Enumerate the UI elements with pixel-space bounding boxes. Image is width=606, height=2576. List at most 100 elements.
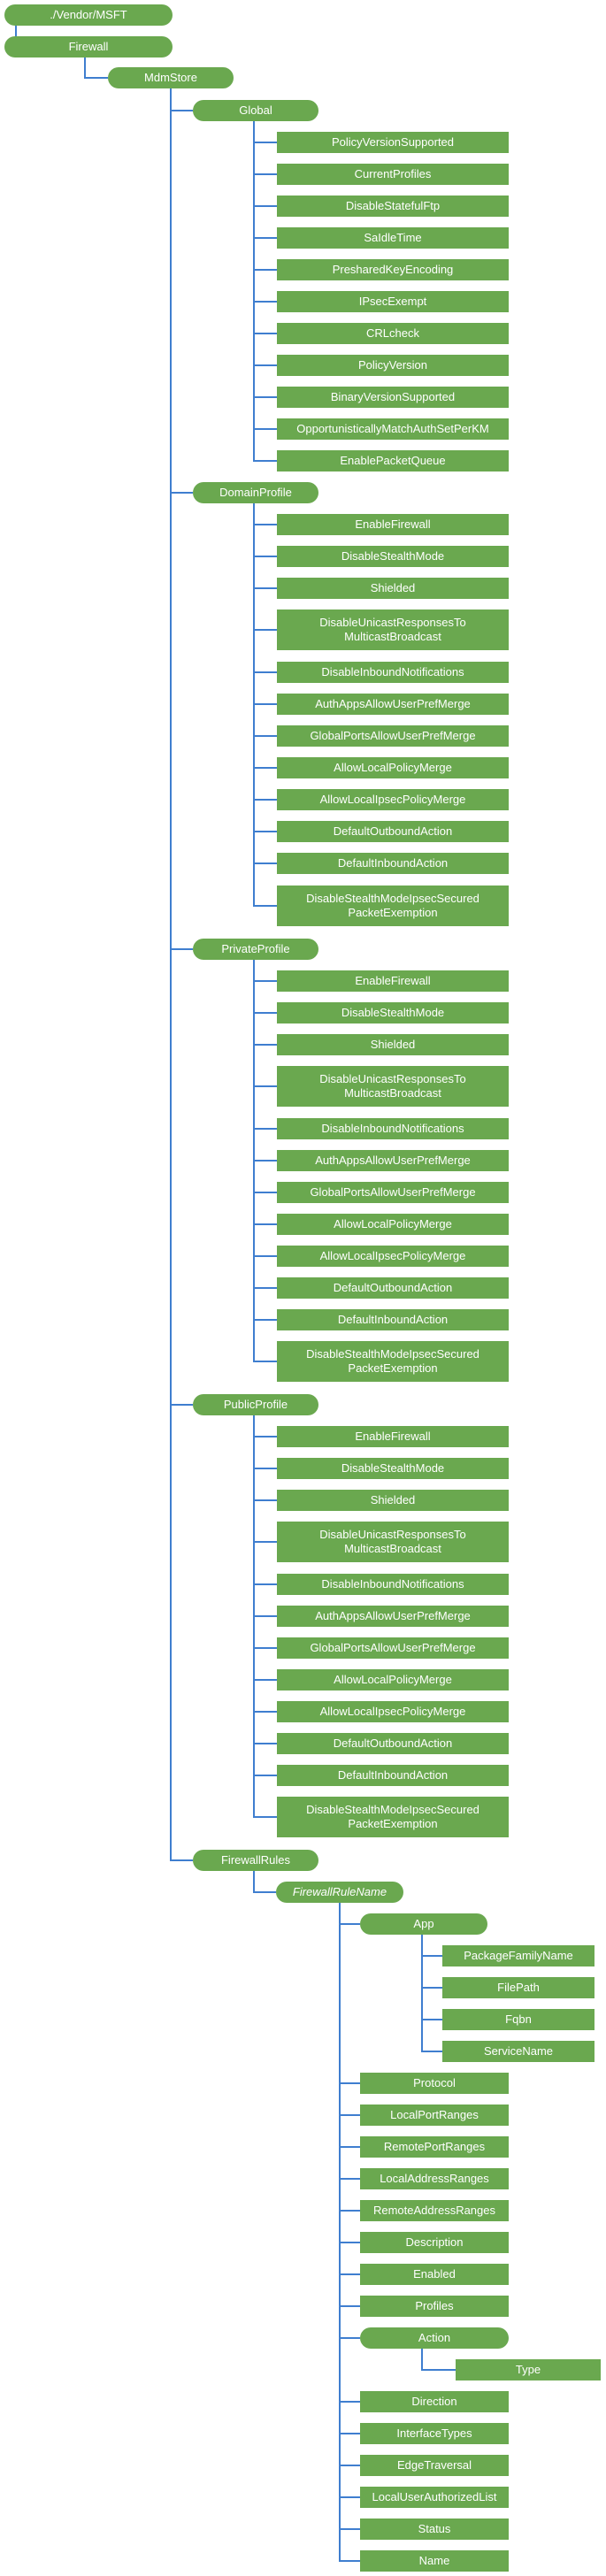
node-shielded: Shielded <box>277 1490 509 1511</box>
connector-n8-r11 <box>340 2465 360 2466</box>
connector-n8-r5 <box>340 2210 360 2212</box>
connector-n6-u9 <box>254 1711 277 1713</box>
node-localaddressranges: LocalAddressRanges <box>360 2168 509 2189</box>
connector-spine-n7 <box>253 1871 255 1893</box>
node-description: Description <box>360 2232 509 2253</box>
connector-n5-p1 <box>254 980 277 982</box>
node-filepath: FilePath <box>442 1977 594 1998</box>
connector-n6-u5 <box>254 1583 277 1585</box>
node-disablestealthmodeipsecsecured-packetexemption: DisableStealthModeIpsecSecured PacketExe… <box>277 886 509 926</box>
node-allowlocalipsecpolicymerge: AllowLocalIpsecPolicyMerge <box>277 1701 509 1722</box>
connector-n6-u10 <box>254 1743 277 1744</box>
connector-n8-r9 <box>340 2401 360 2403</box>
connector-n6-u2 <box>254 1468 277 1469</box>
node-publicprofile: PublicProfile <box>193 1394 318 1415</box>
node-mdmstore: MdmStore <box>108 67 234 88</box>
connector-n3-g5 <box>254 269 277 271</box>
connector-n5-p11 <box>254 1319 277 1321</box>
node-name: Name <box>360 2550 509 2572</box>
connector-n3-g10 <box>254 428 277 430</box>
node-enablefirewall: EnableFirewall <box>277 970 509 992</box>
node-allowlocalpolicymerge: AllowLocalPolicyMerge <box>277 1214 509 1235</box>
connector-n5-p8 <box>254 1223 277 1225</box>
connector-n3-g3 <box>254 205 277 207</box>
node-allowlocalpolicymerge: AllowLocalPolicyMerge <box>277 1669 509 1690</box>
connector-n8-r14 <box>340 2560 360 2562</box>
connector-n6-u4 <box>254 1541 277 1543</box>
node-disablestatefulftp: DisableStatefulFtp <box>277 196 509 217</box>
node-app: App <box>360 1913 487 1935</box>
connector-spine-n8 <box>339 1903 341 2562</box>
node-firewall: Firewall <box>4 36 173 58</box>
connector-spine-n2 <box>170 88 172 1861</box>
node-binaryversionsupported: BinaryVersionSupported <box>277 387 509 408</box>
node-status: Status <box>360 2518 509 2540</box>
connector-n2-n7 <box>171 1859 193 1861</box>
node-remoteportranges: RemotePortRanges <box>360 2136 509 2158</box>
connector-n3-g9 <box>254 396 277 398</box>
connector-n4-d7 <box>254 735 277 737</box>
connector-n4-d9 <box>254 799 277 801</box>
connector-n3-g7 <box>254 333 277 334</box>
connector-n6-u7 <box>254 1647 277 1649</box>
node-authappsallowuserprefmerge: AuthAppsAllowUserPrefMerge <box>277 1150 509 1171</box>
node-defaultinboundaction: DefaultInboundAction <box>277 1765 509 1786</box>
connector-n8-r3 <box>340 2146 360 2148</box>
connector-n6-u1 <box>254 1436 277 1438</box>
node-policyversion: PolicyVersion <box>277 355 509 376</box>
node-opportunisticallymatchauthsetperkm: OpportunisticallyMatchAuthSetPerKM <box>277 418 509 440</box>
connector-n8-r7 <box>340 2273 360 2275</box>
node-edgetraversal: EdgeTraversal <box>360 2455 509 2476</box>
connector-n1-n2 <box>85 77 108 79</box>
node-packagefamilyname: PackageFamilyName <box>442 1945 594 1966</box>
connector-n8-r1 <box>340 2082 360 2084</box>
node-disableunicastresponsesto-multicastbroadcast: DisableUnicastResponsesTo MulticastBroad… <box>277 610 509 650</box>
node-enablefirewall: EnableFirewall <box>277 1426 509 1447</box>
connector-n2-n6 <box>171 1404 193 1406</box>
connector-n10-t1 <box>422 2369 456 2371</box>
connector-n8-r6 <box>340 2242 360 2243</box>
node-allowlocalipsecpolicymerge: AllowLocalIpsecPolicyMerge <box>277 789 509 810</box>
node-privateprofile: PrivateProfile <box>193 939 318 960</box>
node-protocol: Protocol <box>360 2073 509 2094</box>
connector-n5-p10 <box>254 1287 277 1289</box>
connector-n9-a3 <box>422 2019 442 2020</box>
connector-n4-d12 <box>254 905 277 907</box>
node-disableunicastresponsesto-multicastbroadcast: DisableUnicastResponsesTo MulticastBroad… <box>277 1066 509 1107</box>
node-defaultoutboundaction: DefaultOutboundAction <box>277 1277 509 1299</box>
node-enablefirewall: EnableFirewall <box>277 514 509 535</box>
node-disableinboundnotifications: DisableInboundNotifications <box>277 1574 509 1595</box>
connector-spine-n10 <box>421 2349 423 2371</box>
node-disableunicastresponsesto-multicastbroadcast: DisableUnicastResponsesTo MulticastBroad… <box>277 1522 509 1562</box>
node-enabled: Enabled <box>360 2264 509 2285</box>
connector-spine-n9 <box>421 1935 423 2052</box>
connector-n4-d5 <box>254 671 277 673</box>
connector-n8-r2 <box>340 2114 360 2116</box>
node-localportranges: LocalPortRanges <box>360 2104 509 2126</box>
node-profiles: Profiles <box>360 2296 509 2317</box>
node-globalportsallowuserprefmerge: GlobalPortsAllowUserPrefMerge <box>277 725 509 747</box>
connector-n9-a1 <box>422 1955 442 1957</box>
connector-n8-r13 <box>340 2528 360 2530</box>
node-disablestealthmodeipsecsecured-packetexemption: DisableStealthModeIpsecSecured PacketExe… <box>277 1797 509 1837</box>
connector-n4-d10 <box>254 831 277 832</box>
connector-spine-n4 <box>253 503 255 907</box>
node-defaultoutboundaction: DefaultOutboundAction <box>277 1733 509 1754</box>
node-disablestealthmode: DisableStealthMode <box>277 546 509 567</box>
connector-n5-p2 <box>254 1012 277 1014</box>
connector-n2-n3 <box>171 110 193 111</box>
node-type: Type <box>456 2359 601 2380</box>
node-global: Global <box>193 100 318 121</box>
node-shielded: Shielded <box>277 1034 509 1055</box>
node-currentprofiles: CurrentProfiles <box>277 164 509 185</box>
node-allowlocalpolicymerge: AllowLocalPolicyMerge <box>277 757 509 778</box>
connector-n3-g6 <box>254 301 277 303</box>
node-globalportsallowuserprefmerge: GlobalPortsAllowUserPrefMerge <box>277 1182 509 1203</box>
node-servicename: ServiceName <box>442 2041 594 2062</box>
node-disablestealthmodeipsecsecured-packetexemption: DisableStealthModeIpsecSecured PacketExe… <box>277 1341 509 1382</box>
connector-n9-a4 <box>422 2051 442 2052</box>
connector-n8-n9 <box>340 1923 360 1925</box>
node-firewallrules: FirewallRules <box>193 1850 318 1871</box>
connector-n5-p7 <box>254 1192 277 1193</box>
